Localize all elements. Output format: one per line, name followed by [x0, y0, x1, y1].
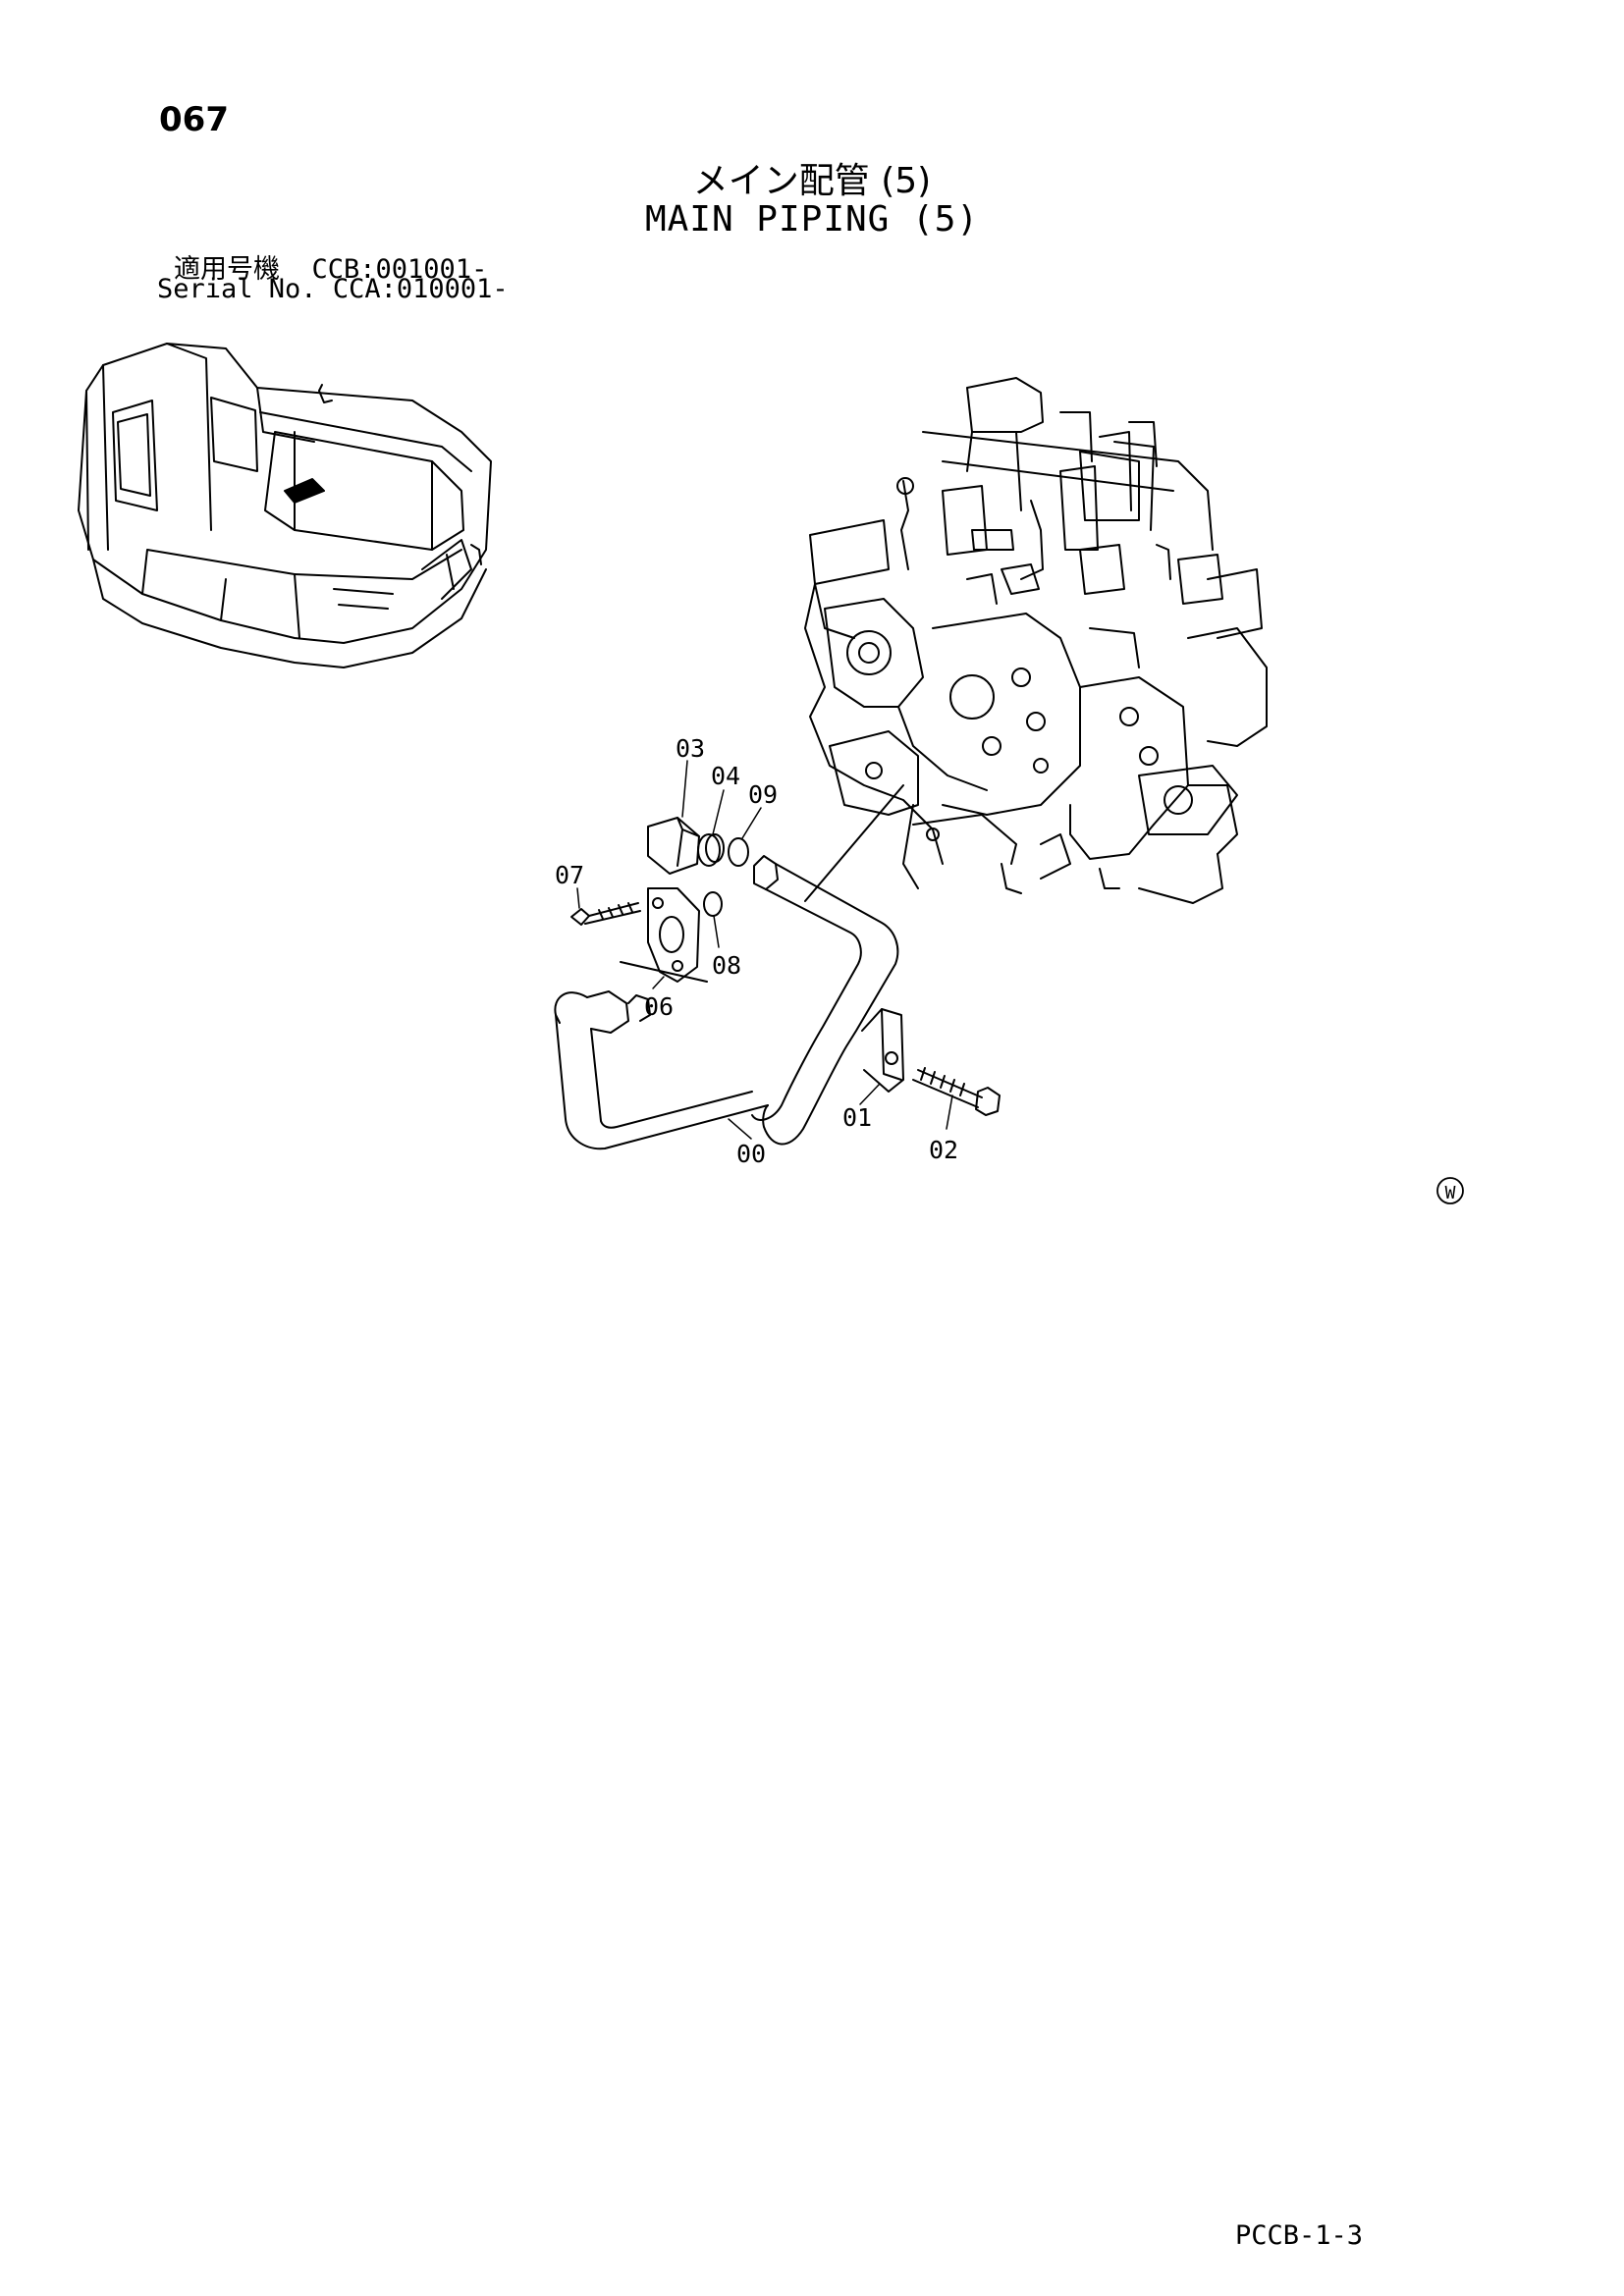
callout-01: 01: [842, 1103, 872, 1132]
part-00-pipe: [554, 784, 904, 1150]
part-06-flange: [647, 887, 700, 983]
callout-06: 06: [644, 992, 674, 1021]
part-09-o-ring: [728, 837, 749, 867]
footer-code: PCCB-1-3: [1235, 2220, 1364, 2251]
part-07-bolt: [570, 902, 641, 926]
part-03-nut: [647, 817, 700, 875]
callout-04: 04: [711, 762, 740, 790]
callout-09: 09: [748, 780, 778, 809]
serial-ja-value: CCB:001001-: [311, 254, 488, 285]
region-mark-letter: W: [1445, 1183, 1456, 1203]
serial-en-value: CCA:010001-: [332, 274, 509, 304]
part-08-o-ring: [703, 891, 723, 917]
callout-00: 00: [736, 1140, 766, 1168]
serial-en-label: Serial No.: [157, 274, 317, 304]
callout-02: 02: [929, 1136, 958, 1164]
excavator-locator-illustration: [78, 343, 492, 668]
serial-english: Serial No. CCA:010001-: [157, 274, 509, 304]
callout-08: 08: [712, 951, 741, 980]
title-english: MAIN PIPING (5): [644, 199, 980, 240]
part-01-clamp: [861, 1008, 904, 1093]
region-mark-icon: W: [1436, 1177, 1464, 1204]
callout-07: 07: [555, 861, 584, 889]
serial-japanese: 適用号機 CCB:001001-: [174, 247, 487, 286]
leader-lines: [576, 760, 953, 1140]
part-02-bolt: [912, 1067, 1001, 1116]
title-japanese: メイン配管 (5): [692, 161, 932, 201]
callout-03: 03: [676, 734, 705, 763]
control-valve-illustration: [804, 377, 1268, 904]
serial-ja-label: 適用号機: [174, 254, 280, 285]
page-number: 067: [159, 100, 229, 139]
part-04-ring: [697, 833, 725, 867]
